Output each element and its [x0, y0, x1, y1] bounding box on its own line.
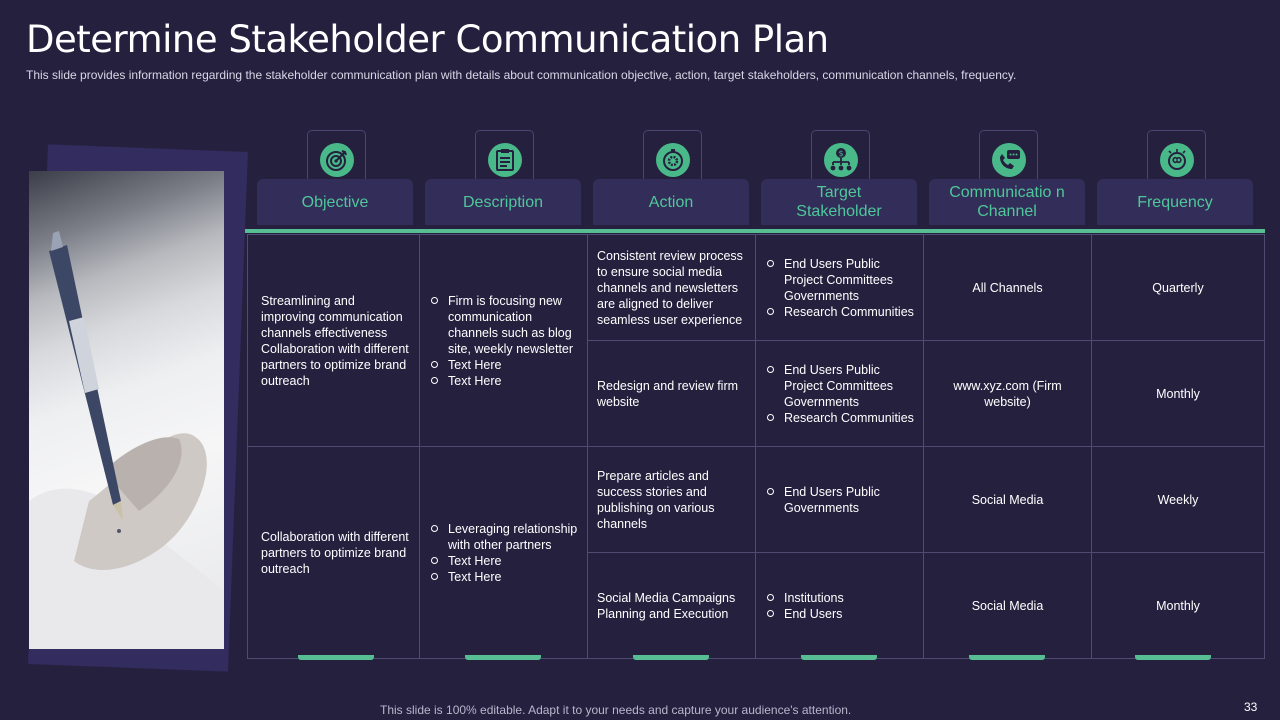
page-number: 33	[1244, 700, 1258, 714]
action-cell: Redesign and review firm website	[587, 340, 756, 447]
action-cell: Consistent review process to ensure soci…	[587, 234, 756, 341]
channel-cell: All Channels	[923, 234, 1092, 341]
table-row: Collaboration with different partners to…	[247, 446, 1265, 659]
brain-idea-icon	[1159, 142, 1194, 177]
list-item: End Users Public Project Committees Gove…	[767, 362, 914, 410]
channel-cell: Social Media	[923, 552, 1092, 659]
stakeholder-cell: Institutions End Users	[755, 552, 924, 659]
list-item: End Users	[767, 606, 914, 622]
list-item: Leveraging relationship with other partn…	[431, 521, 578, 552]
frequency-cell: Weekly	[1091, 446, 1265, 553]
frequency-cell: Monthly	[1091, 340, 1265, 447]
description-cell: Leveraging relationship with other partn…	[419, 446, 588, 659]
stakeholder-cell: End Users Public Project Committees Gove…	[755, 234, 924, 341]
stopwatch-gear-icon	[655, 142, 690, 177]
table-row: Social Media Campaigns Planning and Exec…	[248, 552, 1265, 659]
channel-cell: Social Media	[923, 446, 1092, 553]
objective-cell: Streamlining and improving communication…	[247, 234, 420, 447]
bottom-tab	[969, 655, 1045, 660]
bottom-tab	[801, 655, 877, 660]
frequency-cell: Monthly	[1091, 552, 1265, 659]
bottom-tab	[298, 655, 374, 660]
column-header-objective: Objective	[257, 179, 413, 225]
slide-subtitle: This slide provides information regardin…	[26, 68, 1017, 82]
list-item: End Users Public Governments	[767, 484, 914, 516]
communication-plan-table: Streamlining and improving communication…	[247, 234, 1265, 659]
list-item: Institutions	[767, 590, 914, 606]
hand-writing-photo	[29, 171, 224, 649]
frequency-cell: Quarterly	[1091, 234, 1265, 341]
list-item: End Users Public Project Committees Gove…	[767, 256, 914, 304]
column-header-frequency: Frequency	[1097, 179, 1253, 225]
phone-chat-icon	[991, 142, 1026, 177]
channel-cell: www.xyz.com (Firm website)	[923, 340, 1092, 447]
list-item: Research Communities	[767, 304, 914, 319]
action-cell: Social Media Campaigns Planning and Exec…	[587, 552, 756, 659]
target-icon	[319, 142, 354, 177]
clipboard-icon	[487, 142, 522, 177]
stakeholder-cell: End Users Public Governments	[755, 446, 924, 553]
table-row: Streamlining and improving communication…	[247, 234, 1265, 447]
objective-cell: Collaboration with different partners to…	[247, 446, 420, 659]
svg-text:$: $	[838, 149, 843, 158]
column-header-target-stakeholder: Target Stakeholder	[761, 179, 917, 225]
stakeholder-cell: End Users Public Project Committees Gove…	[755, 340, 924, 447]
header-divider	[245, 229, 1265, 233]
column-header-description: Description	[425, 179, 581, 225]
column-header-communication-channel: Communicatio n Channel	[929, 179, 1085, 225]
list-item: Firm is focusing new communication chann…	[431, 293, 578, 357]
list-item: Text Here	[431, 569, 578, 585]
slide-title: Determine Stakeholder Communication Plan	[26, 18, 829, 61]
footer-note: This slide is 100% editable. Adapt it to…	[380, 703, 852, 717]
list-item: Text Here	[431, 373, 578, 389]
table-row: Redesign and review firm website End Use…	[248, 340, 1265, 447]
column-header-action: Action	[593, 179, 749, 225]
bottom-tab	[465, 655, 541, 660]
bottom-tab	[633, 655, 709, 660]
list-item: Text Here	[431, 553, 578, 569]
description-cell: Firm is focusing new communication chann…	[419, 234, 588, 447]
bottom-tab	[1135, 655, 1211, 660]
list-item: Text Here	[431, 357, 578, 373]
dollar-hierarchy-icon: $	[823, 142, 858, 177]
action-cell: Prepare articles and success stories and…	[587, 446, 756, 553]
list-item: Research Communities	[767, 410, 914, 425]
